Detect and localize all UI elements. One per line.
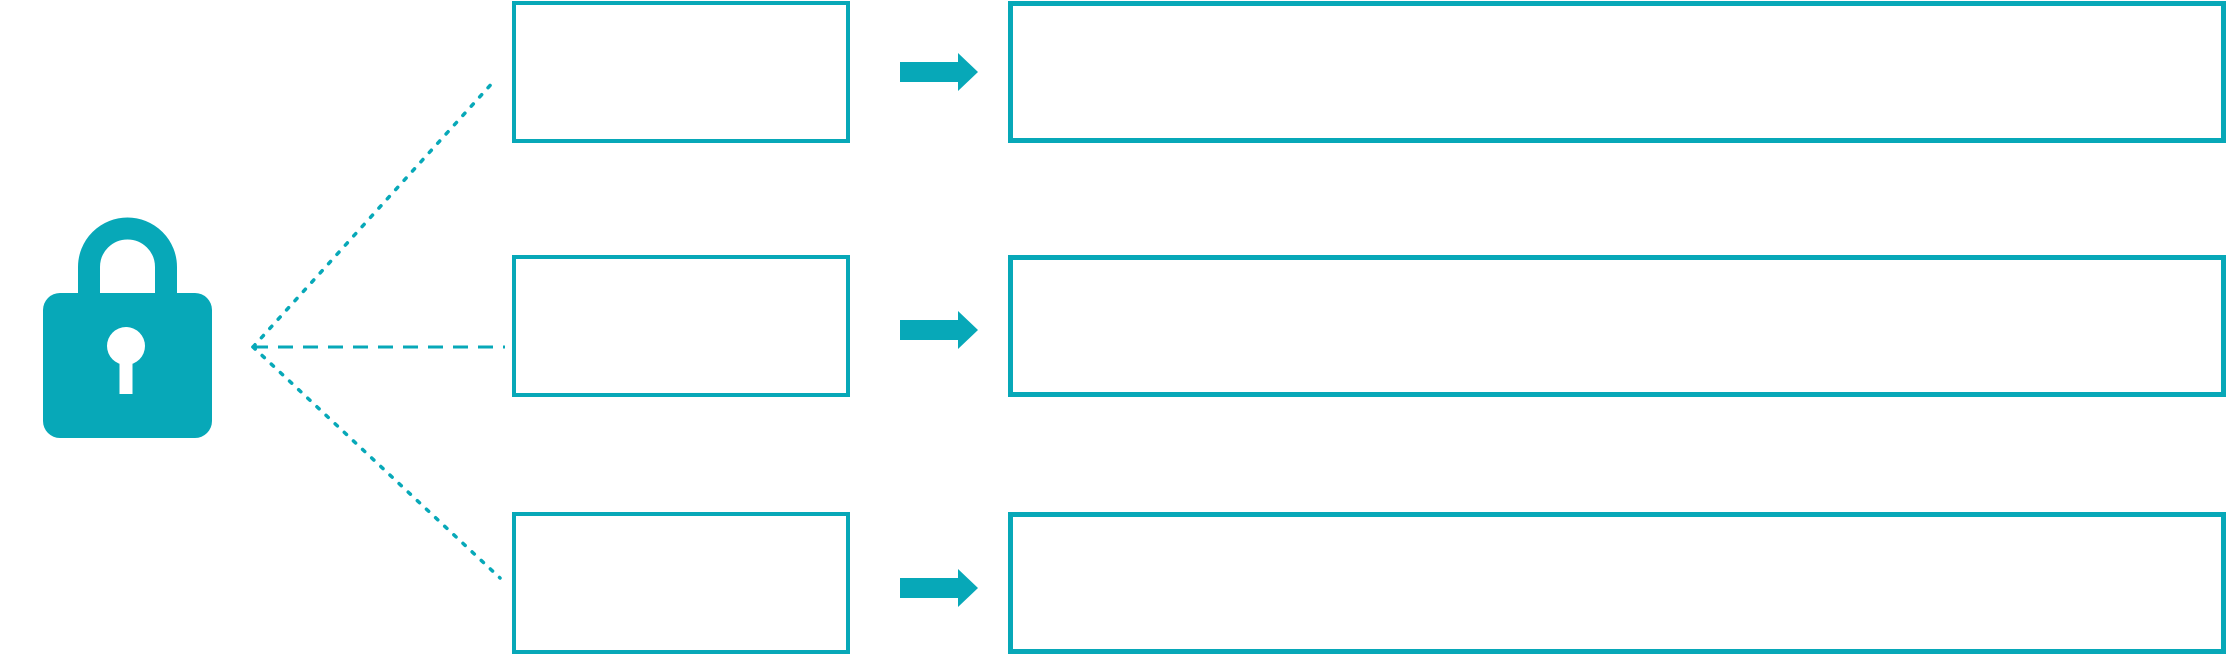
right-arrow-icon [900, 311, 978, 349]
lock-shackle [78, 217, 177, 296]
key-point-box-3 [512, 512, 850, 654]
dotted-connector-bottom [251, 345, 502, 580]
key-point-box-1 [512, 1, 850, 143]
keyhole-circle [107, 327, 145, 365]
dotted-connectors [251, 78, 505, 580]
key-point-box-2 [512, 255, 850, 397]
detail-box-2 [1008, 255, 2226, 397]
keyhole-stem [119, 352, 133, 394]
lock-icon [43, 217, 212, 438]
right-arrows [900, 53, 978, 607]
dotted-connector-top [251, 78, 497, 349]
detail-box-1 [1008, 1, 2226, 143]
right-arrow-icon [900, 53, 978, 91]
right-arrow-icon [900, 569, 978, 607]
detail-box-3 [1008, 512, 2226, 654]
